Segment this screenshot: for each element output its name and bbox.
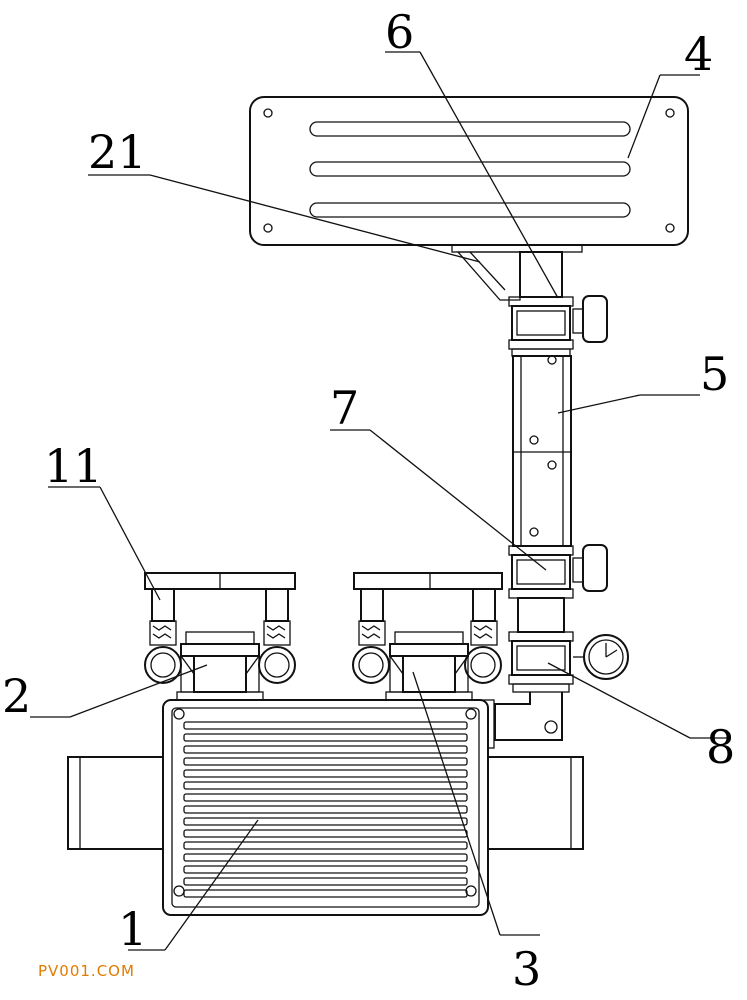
fin [183, 877, 468, 886]
right-mount [352, 572, 503, 701]
fin [183, 841, 468, 850]
fin [183, 793, 468, 802]
label-3: 3 [512, 942, 541, 996]
label-1: 1 [118, 902, 147, 956]
fin [183, 817, 468, 826]
watermark: PV001.COM [38, 962, 135, 980]
fin [183, 721, 468, 730]
label-7: 7 [330, 381, 359, 435]
label-8: 8 [706, 720, 735, 774]
fin [183, 757, 468, 766]
label-4: 4 [684, 27, 713, 81]
fin [183, 889, 468, 898]
fin [183, 805, 468, 814]
label-11: 11 [44, 439, 103, 493]
main-box [67, 699, 584, 916]
vertical-pole [483, 251, 629, 749]
fin [183, 865, 468, 874]
label-6: 6 [385, 5, 414, 59]
leader-lines [30, 51, 730, 951]
panel-bracket [451, 244, 583, 301]
top-panel [249, 96, 689, 246]
fin [183, 853, 468, 862]
labels: 6 4 21 5 7 11 2 8 1 3 [2, 5, 735, 996]
label-2: 2 [2, 669, 31, 723]
label-5: 5 [700, 347, 729, 401]
fin [183, 769, 468, 778]
fin [183, 745, 468, 754]
fin [183, 781, 468, 790]
fin [183, 733, 468, 742]
left-mount [144, 572, 296, 701]
label-21: 21 [88, 125, 147, 179]
